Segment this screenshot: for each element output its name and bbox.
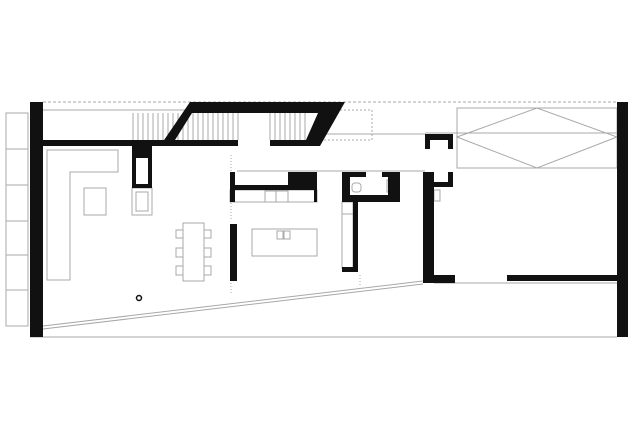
cooktop — [276, 230, 284, 240]
kitchen-wall — [314, 172, 317, 202]
room-south-wall — [423, 275, 455, 283]
sink — [275, 190, 289, 203]
chair — [203, 229, 212, 239]
pool-outline — [456, 107, 618, 169]
chair — [203, 247, 212, 258]
glass-facade — [42, 283, 424, 330]
kitchen-counter — [229, 189, 318, 203]
dining-table — [182, 222, 205, 282]
coffee-table — [83, 187, 107, 216]
cabinet-inner — [135, 191, 149, 212]
column-block — [425, 172, 453, 187]
room-west-wall — [423, 172, 434, 283]
partition-wall — [230, 224, 237, 281]
column-block — [425, 134, 453, 149]
kitchen-wall — [288, 172, 317, 187]
glass-facade — [42, 280, 424, 327]
kitchen-wall — [230, 185, 317, 190]
chair — [175, 247, 184, 258]
sink — [264, 190, 277, 203]
staircase — [132, 113, 306, 140]
pool-cover — [455, 107, 619, 169]
north-wall — [43, 140, 238, 146]
west-wall — [30, 102, 43, 337]
l-shaped-sofa — [46, 149, 119, 281]
room-south-wall — [507, 275, 620, 281]
chair — [175, 229, 184, 239]
walls — [30, 102, 628, 337]
chair — [203, 265, 212, 276]
thin-lines — [5, 101, 620, 338]
east-wall — [617, 102, 628, 337]
cooktop — [283, 230, 291, 240]
terrace-paving — [5, 112, 29, 327]
column-marker — [135, 294, 143, 302]
angled-wall — [160, 102, 345, 146]
wardrobe — [341, 201, 354, 269]
kitchen-island — [251, 228, 318, 257]
column-block — [132, 146, 152, 188]
small-cabinet — [433, 189, 441, 202]
bathroom-walls — [342, 172, 400, 272]
chair — [175, 265, 184, 276]
toilet — [351, 182, 362, 193]
